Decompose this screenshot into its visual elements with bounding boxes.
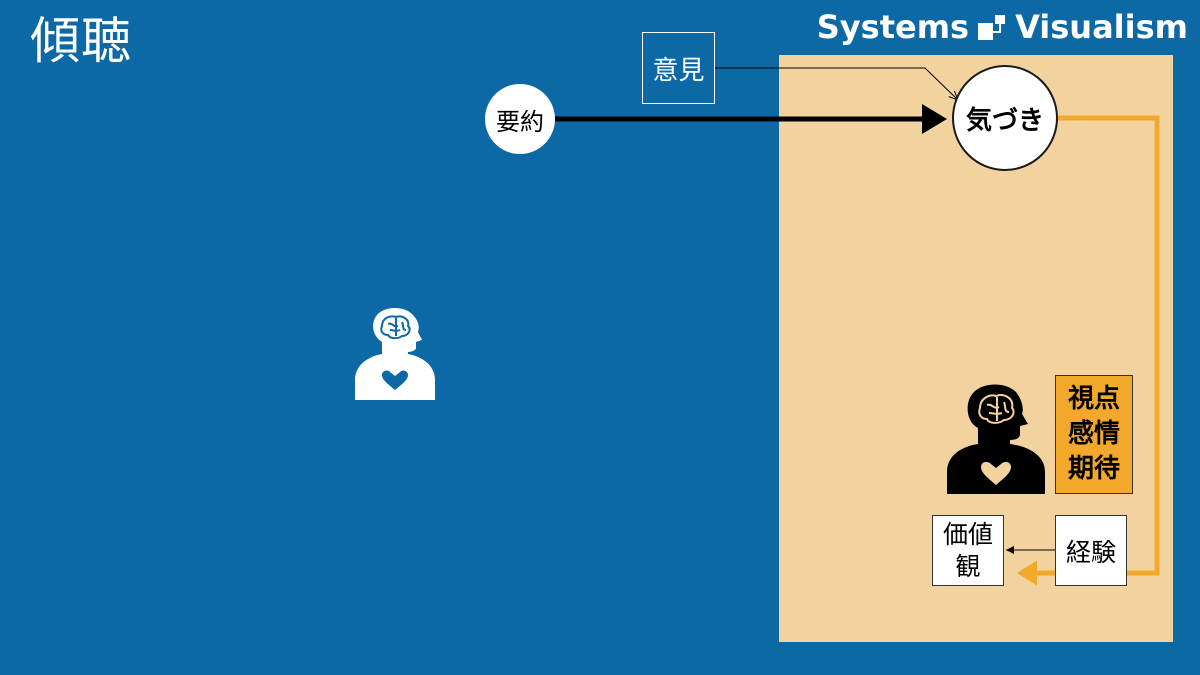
summary-node: 要約: [485, 84, 555, 154]
mindset-emotion: 感情: [1067, 419, 1120, 449]
page-title: 傾聴: [30, 12, 132, 70]
opinion-to-awareness-arrow: [715, 67, 958, 100]
awareness-node: 気づき: [952, 65, 1058, 171]
brand-text-systems: Systems: [816, 8, 970, 46]
mindset-expectation: 期待: [1067, 454, 1120, 484]
values-line-2: 観: [955, 551, 981, 581]
mindset-box: 視点 感情 期待: [1055, 375, 1133, 494]
systems-visualism-logo-icon: [978, 15, 1006, 40]
mindset-viewpoint: 視点: [1067, 384, 1120, 414]
brand-text-visualism: Visualism: [1015, 8, 1188, 46]
values-box: 価値 観: [932, 515, 1004, 586]
awareness-to-values-loop: [1017, 115, 1160, 586]
speaker-person-icon: [947, 384, 1045, 494]
brand-logo: Systems Visualism: [817, 6, 1188, 48]
listener-person-icon: [355, 308, 435, 400]
values-line-1: 価値: [942, 519, 993, 549]
opinion-box: 意見: [642, 32, 715, 104]
experience-box: 経験: [1055, 515, 1127, 586]
